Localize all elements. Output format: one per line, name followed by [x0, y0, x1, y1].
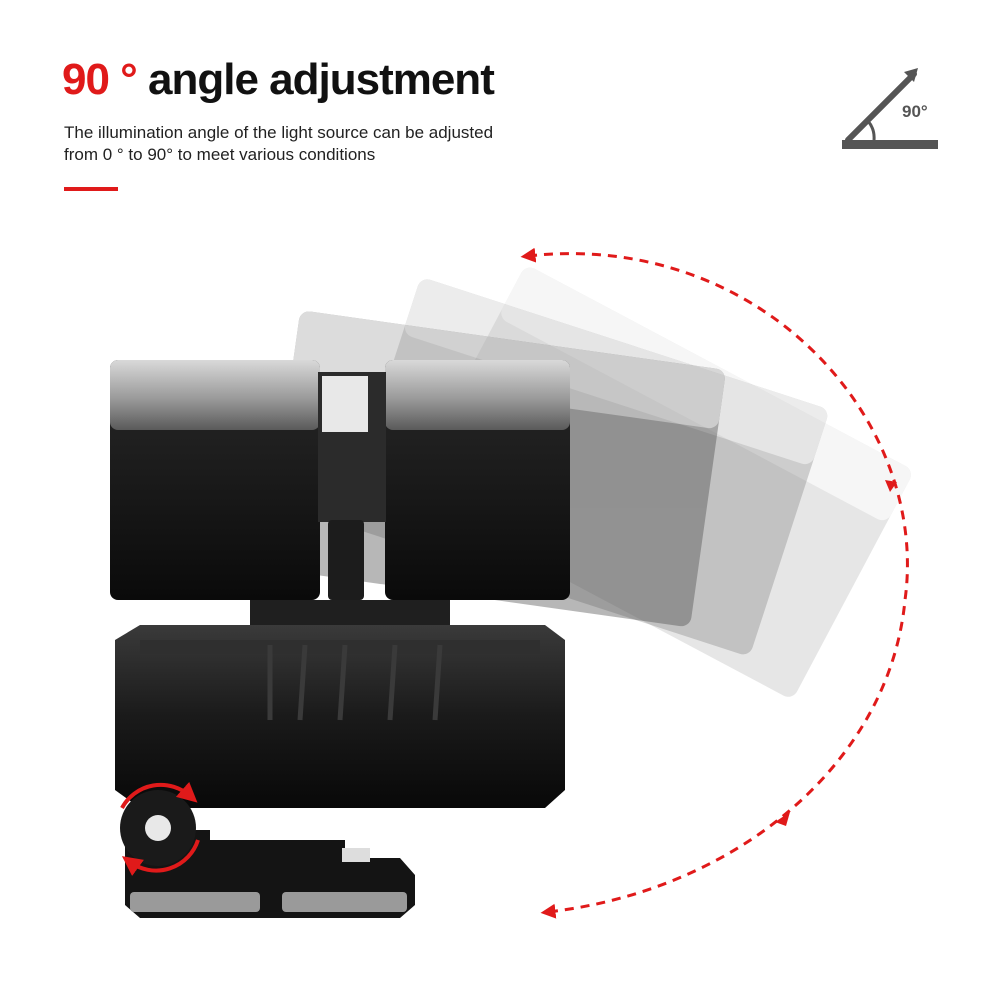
base-block	[115, 625, 565, 808]
angle-icon-graphic	[842, 68, 938, 149]
accent-divider	[64, 187, 118, 191]
headline-main: angle adjustment	[148, 55, 495, 104]
light-head	[110, 360, 570, 630]
headline: 90 ° angle adjustment	[62, 55, 495, 104]
product-illustration	[110, 247, 911, 919]
headline-accent: 90 °	[62, 55, 138, 104]
description-line-1: The illumination angle of the light sour…	[64, 123, 494, 142]
description-line-2: from 0 ° to 90° to meet various conditio…	[64, 145, 376, 164]
stand-foot	[125, 830, 415, 918]
rotation-arc	[520, 247, 909, 919]
angle-icon-label: 90°	[902, 102, 928, 121]
description: The illumination angle of the light sour…	[64, 122, 624, 166]
angle-icon: 90°	[838, 66, 942, 156]
pivot-knob	[120, 781, 200, 876]
